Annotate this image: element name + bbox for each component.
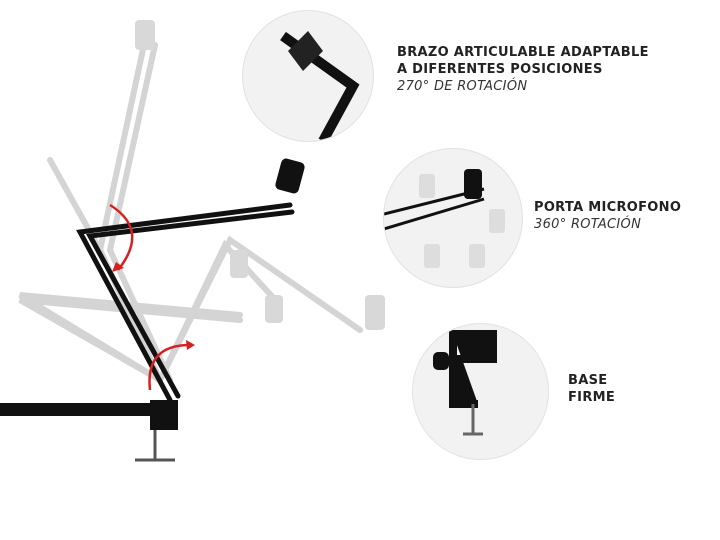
rotation-arrows xyxy=(109,203,191,391)
feature-arm-title-2: A DIFERENTES POSICIONES xyxy=(397,62,603,77)
detail-circle-base xyxy=(412,323,549,460)
detail-circle-mic-holder xyxy=(383,148,523,288)
feature-holder-label: PORTA MICROFONO 360° ROTACIÓN xyxy=(534,199,681,233)
detail-circle-arm-joint xyxy=(242,10,374,142)
feature-base-title-1: BASE xyxy=(568,373,608,388)
clamp-screw xyxy=(135,430,175,462)
ghost-mic-holders xyxy=(135,20,385,330)
mic-holder xyxy=(275,158,305,194)
feature-base-title-2: FIRME xyxy=(568,390,616,405)
feature-holder-title: PORTA MICROFONO xyxy=(534,200,682,215)
ghost-arm-positions xyxy=(18,37,363,383)
desk-edge xyxy=(0,403,175,416)
clamp xyxy=(150,400,178,430)
feature-base-label: BASE FIRME xyxy=(568,372,615,406)
feature-arm-subtitle: 270° DE ROTACIÓN xyxy=(397,79,528,94)
feature-holder-subtitle: 360° ROTACIÓN xyxy=(534,217,642,232)
feature-arm-label: BRAZO ARTICULABLE ADAPTABLE A DIFERENTES… xyxy=(397,44,649,95)
feature-arm-title-1: BRAZO ARTICULABLE ADAPTABLE xyxy=(397,45,649,60)
